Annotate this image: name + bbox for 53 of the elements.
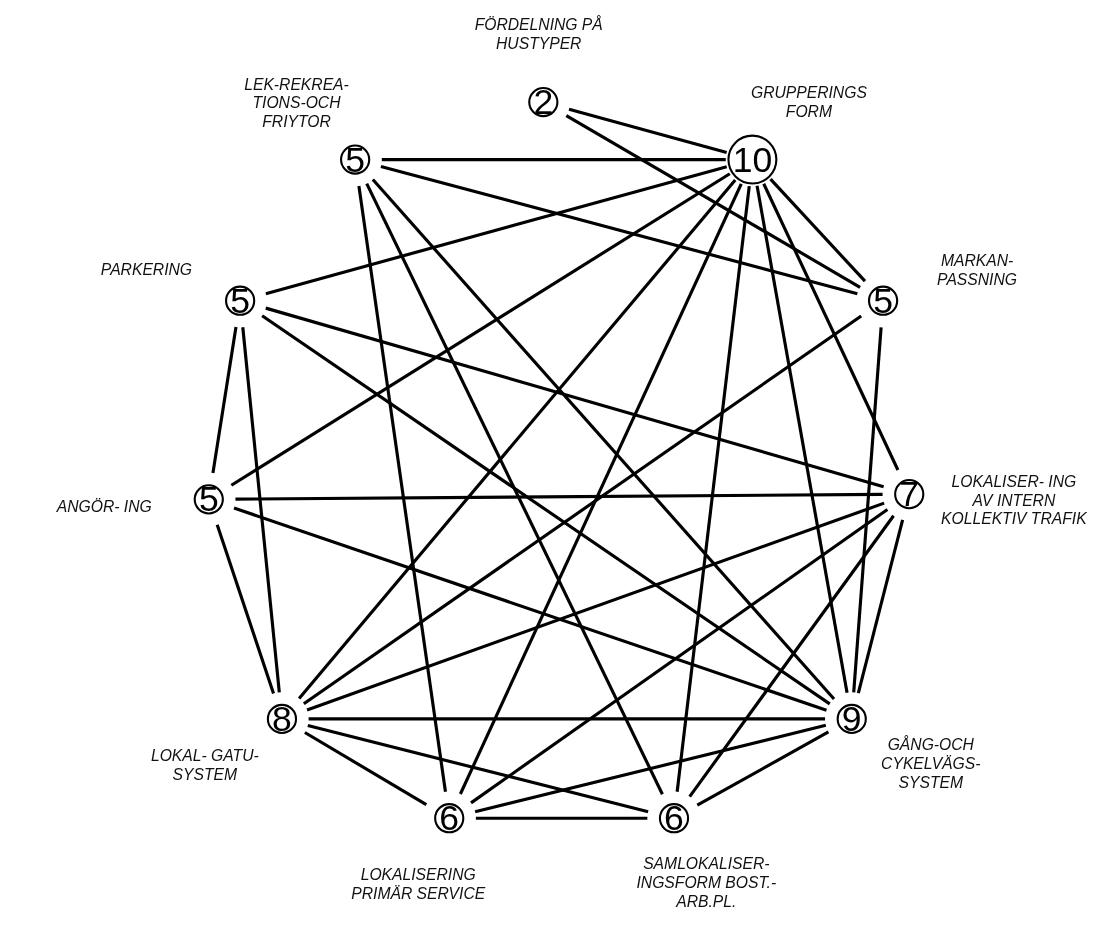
node-caption: GÅNG-OCH CYKELVÄGS- SYSTEM <box>879 735 981 792</box>
node-caption: ANGÖR- ING <box>56 496 152 516</box>
connector <box>856 519 904 693</box>
node-circle: 2 <box>527 86 558 117</box>
connector <box>234 492 883 501</box>
connector <box>568 107 727 154</box>
connector <box>475 816 647 820</box>
node-circle: 5 <box>193 483 224 514</box>
node-circle: 7 <box>893 478 924 509</box>
connector <box>210 326 238 473</box>
node-circle: 5 <box>867 285 898 316</box>
node-circle: 5 <box>339 143 370 175</box>
node-caption: LOKALISERING PRIMÄR SERVICE <box>349 864 487 902</box>
connector <box>356 185 447 792</box>
node-caption: LOKAL- GATU- SYSTEM <box>149 746 260 784</box>
node-caption: PARKERING <box>100 259 192 279</box>
connector <box>306 501 885 711</box>
connector <box>458 182 743 795</box>
connector <box>755 185 849 693</box>
connector <box>308 716 825 720</box>
node-caption: SAMLOKALISER- INGSFORM BOST.-ARB.PL. <box>635 854 777 912</box>
connector <box>380 164 858 295</box>
node-circle: 5 <box>224 285 255 316</box>
connector <box>233 506 827 712</box>
connector <box>264 306 884 488</box>
connector <box>768 177 866 282</box>
node-caption: LEK-REKREA- TIONS-OCH FRIYTOR <box>242 74 350 131</box>
connector <box>696 730 829 807</box>
node-caption: LOKALISER- ING AV INTERN KOLLEKTIV TRAFIK <box>940 471 1087 528</box>
connector <box>240 326 281 693</box>
connector <box>381 157 726 161</box>
connector <box>474 723 826 813</box>
connector <box>675 185 751 792</box>
node-circle: 6 <box>433 802 464 833</box>
connector <box>230 171 731 487</box>
connector <box>565 113 861 289</box>
node-caption: GRUPPERINGS FORM <box>749 82 868 121</box>
node-circle: 6 <box>658 802 689 833</box>
connector <box>303 730 427 806</box>
node-circle: 10 <box>726 134 777 185</box>
connector <box>364 182 664 795</box>
node-caption: FÖRDELNING PÅ HUSTYPER <box>473 14 604 52</box>
connector <box>215 523 275 694</box>
node-circle: 9 <box>836 703 867 734</box>
connector <box>297 178 736 700</box>
connector <box>687 514 895 798</box>
node-caption: MARKAN- PASSNING <box>935 250 1018 289</box>
node-circle: 8 <box>266 703 297 734</box>
connector <box>371 178 835 700</box>
connector <box>306 723 649 813</box>
connector <box>469 507 888 804</box>
connector <box>264 164 727 295</box>
connector <box>851 326 883 692</box>
